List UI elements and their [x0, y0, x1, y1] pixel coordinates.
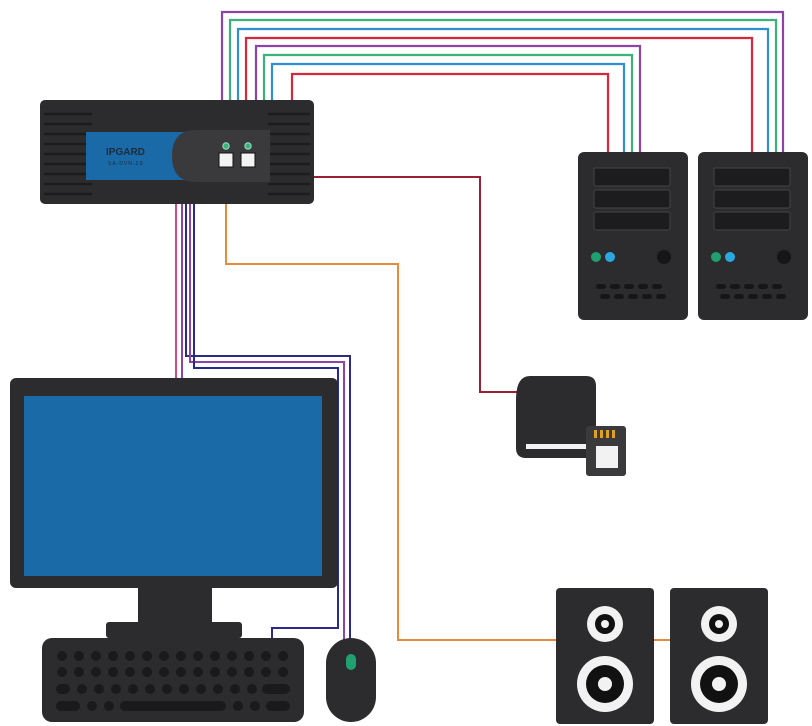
kvm-switch: IPGARD SA-DVN-2S — [40, 100, 314, 204]
kvm-brand-label: IPGARD — [106, 147, 145, 158]
cable-blue-computer-1 — [270, 62, 626, 152]
speaker-1 — [556, 588, 654, 724]
cables-to-workstation — [175, 204, 351, 642]
cable-blue-computer-2 — [236, 27, 770, 152]
kvm-led-2 — [244, 142, 252, 150]
cable-purple-computer-2 — [220, 10, 785, 152]
cable-orange-speakers — [225, 204, 556, 641]
cable-red-computer-1 — [290, 72, 610, 152]
card-reader-body — [516, 376, 596, 458]
speaker-2 — [670, 588, 768, 724]
cables-to-computer-2 — [220, 10, 785, 152]
monitor — [10, 378, 338, 638]
mouse-scroll-wheel — [346, 654, 356, 670]
sd-card-contacts — [594, 430, 615, 438]
computer-2-bay-1 — [713, 167, 791, 187]
cable-purple-computer-1 — [254, 44, 642, 152]
computer-1-vent — [596, 284, 666, 299]
computer-1-bay-2 — [593, 189, 671, 209]
computer-1-led-blue — [605, 252, 615, 262]
computer-1-power-button[interactable] — [657, 250, 671, 264]
cable-green-computer-2 — [228, 18, 778, 152]
cable-navy-mouse — [185, 204, 351, 640]
keyboard — [42, 638, 304, 722]
cable-green-computer-1 — [262, 53, 634, 152]
computer-2-led-green — [711, 252, 721, 262]
computer-1-bay-1 — [593, 167, 671, 187]
computer-2-bay-2 — [713, 189, 791, 209]
keyboard-body — [42, 638, 304, 722]
cable-red-computer-2 — [244, 36, 754, 152]
kvm-switch-vents-left — [44, 112, 92, 196]
computer-2-bay-3 — [713, 211, 791, 231]
cable-purple-mouse — [189, 204, 345, 640]
card-reader-slot — [526, 444, 588, 449]
kvm-port-2-button[interactable] — [240, 152, 256, 168]
sd-card-label — [596, 446, 618, 468]
computer-1-bay-3 — [593, 211, 671, 231]
mouse — [326, 638, 376, 722]
keyboard-keys — [56, 651, 290, 711]
mouse-body — [326, 638, 376, 722]
computer-tower-2 — [698, 152, 808, 320]
computer-2-power-button[interactable] — [777, 250, 791, 264]
monitor-screen — [24, 396, 322, 576]
monitor-neck — [138, 588, 212, 624]
cables-to-computer-1 — [254, 44, 642, 152]
computer-2-led-blue — [725, 252, 735, 262]
computer-tower-1 — [578, 152, 688, 320]
kvm-port-1-button[interactable] — [218, 152, 234, 168]
kvm-switch-vents-right — [268, 112, 310, 196]
card-reader — [516, 376, 626, 476]
cable-maroon-card-reader — [314, 176, 520, 393]
monitor-base — [106, 622, 242, 638]
computer-1-led-green — [591, 252, 601, 262]
kvm-model-label: SA-DVN-2S — [108, 161, 144, 167]
kvm-led-1 — [222, 142, 230, 150]
computer-2-vent — [716, 284, 786, 299]
